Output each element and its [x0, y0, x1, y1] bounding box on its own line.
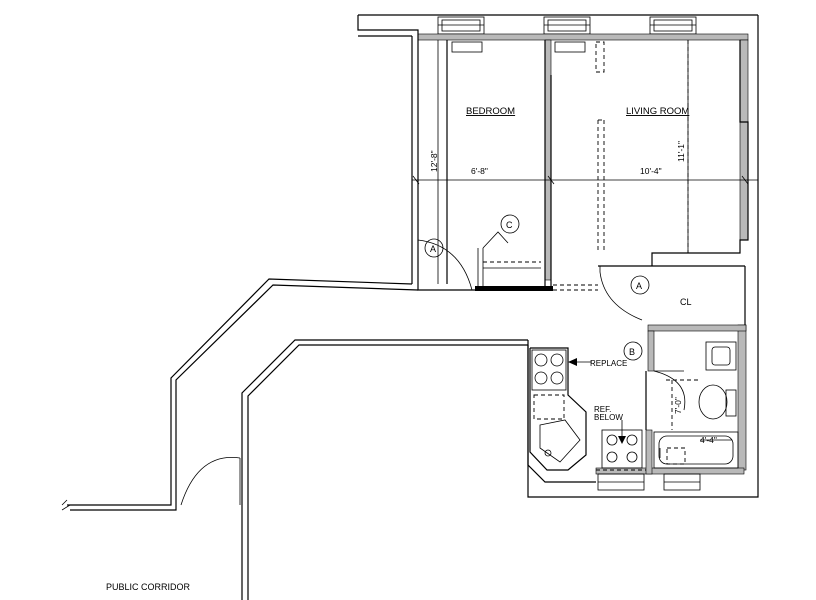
living-width-dim: 10'-4"	[640, 166, 662, 176]
bath-width-dim: 4'-4"	[700, 435, 717, 445]
door-tag-c: C	[500, 214, 520, 234]
bedroom-width-dim: 6'-8"	[471, 166, 488, 176]
closet-walls	[553, 266, 643, 321]
ref-below-arrow	[618, 420, 626, 444]
entry-corridor-walls	[61, 278, 528, 600]
window-bedroom	[437, 16, 485, 35]
dimension-lines	[412, 40, 758, 284]
bedroom-closet	[477, 231, 541, 286]
ref-note-line2: BELOW	[594, 413, 623, 422]
bedroom-label: BEDROOM	[466, 106, 515, 117]
window-kitchen	[597, 473, 645, 491]
hatched-walls	[417, 33, 749, 475]
door-tag-a-bedroom: A	[424, 238, 444, 258]
bath-depth-dim: 7'-0"	[673, 397, 683, 414]
svg-text:A: A	[636, 281, 642, 291]
radiators	[451, 41, 586, 53]
svg-text:A: A	[430, 244, 436, 254]
kitchen	[527, 345, 646, 483]
window-living-left	[543, 16, 591, 35]
svg-text:C: C	[506, 220, 513, 230]
bedroom-depth-dim: 12'-8"	[429, 150, 439, 172]
window-bath	[663, 473, 701, 491]
bathroom	[645, 341, 739, 469]
window-living-right	[649, 16, 697, 35]
replace-note: REPLACE	[590, 359, 627, 368]
partition-wall	[446, 40, 553, 291]
bedroom-door[interactable]	[417, 239, 473, 291]
replace-arrow	[568, 358, 592, 366]
door-tag-a-closet: A	[630, 275, 650, 295]
svg-text:B: B	[629, 347, 635, 357]
living-depth-dim: 11'-1"	[676, 141, 686, 162]
public-corridor-label: PUBLIC CORRIDOR	[106, 582, 191, 592]
living-room-walls	[595, 40, 749, 325]
entry-door[interactable]	[180, 456, 241, 506]
closet-label: CL	[680, 297, 692, 307]
living-room-label: LIVING ROOM	[626, 106, 689, 117]
door-tag-b: B	[623, 341, 643, 361]
ref-note-line1: REF.	[594, 405, 611, 414]
